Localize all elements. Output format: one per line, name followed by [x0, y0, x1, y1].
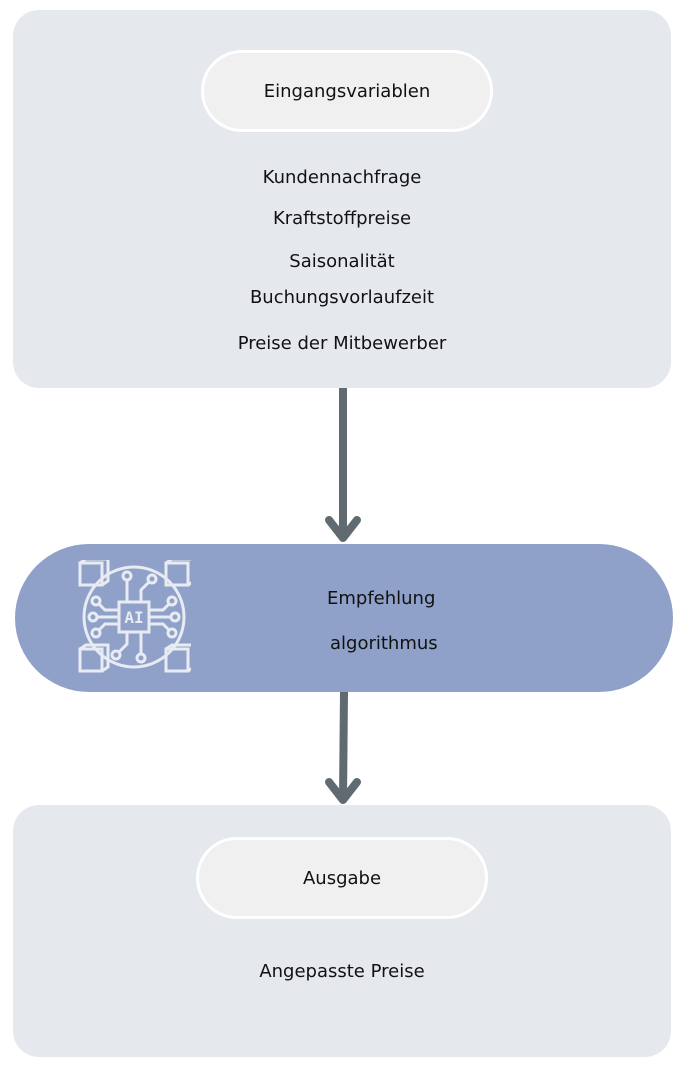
- arrow-down-icon: [325, 692, 361, 804]
- output-title-pill: Ausgabe: [196, 837, 488, 919]
- input-title: Eingangsvariablen: [263, 80, 431, 102]
- input-item: Saisonalität: [289, 251, 395, 272]
- algorithm-label-line1: Empfehlung: [327, 588, 436, 609]
- arrow-down-icon: [325, 388, 361, 542]
- input-item: Kraftstoffpreise: [272, 208, 412, 229]
- output-title: Ausgabe: [302, 867, 382, 889]
- algorithm-node: AI Empfehlung algorithmus: [15, 544, 673, 692]
- input-title-pill: Eingangsvariablen: [201, 50, 493, 132]
- input-item: Kundennachfrage: [262, 167, 422, 188]
- input-panel: Eingangsvariablen Kundennachfrage Krafts…: [13, 10, 671, 388]
- input-item: Buchungsvorlaufzeit: [249, 287, 435, 308]
- svg-text:AI: AI: [124, 608, 143, 627]
- input-item: Preise der Mitbewerber: [237, 333, 447, 354]
- output-item: Angepasste Preise: [259, 961, 425, 982]
- algorithm-label-line2: algorithmus: [330, 633, 438, 654]
- output-panel: Ausgabe Angepasste Preise: [13, 805, 671, 1057]
- ai-chip-icon: AI: [78, 560, 191, 673]
